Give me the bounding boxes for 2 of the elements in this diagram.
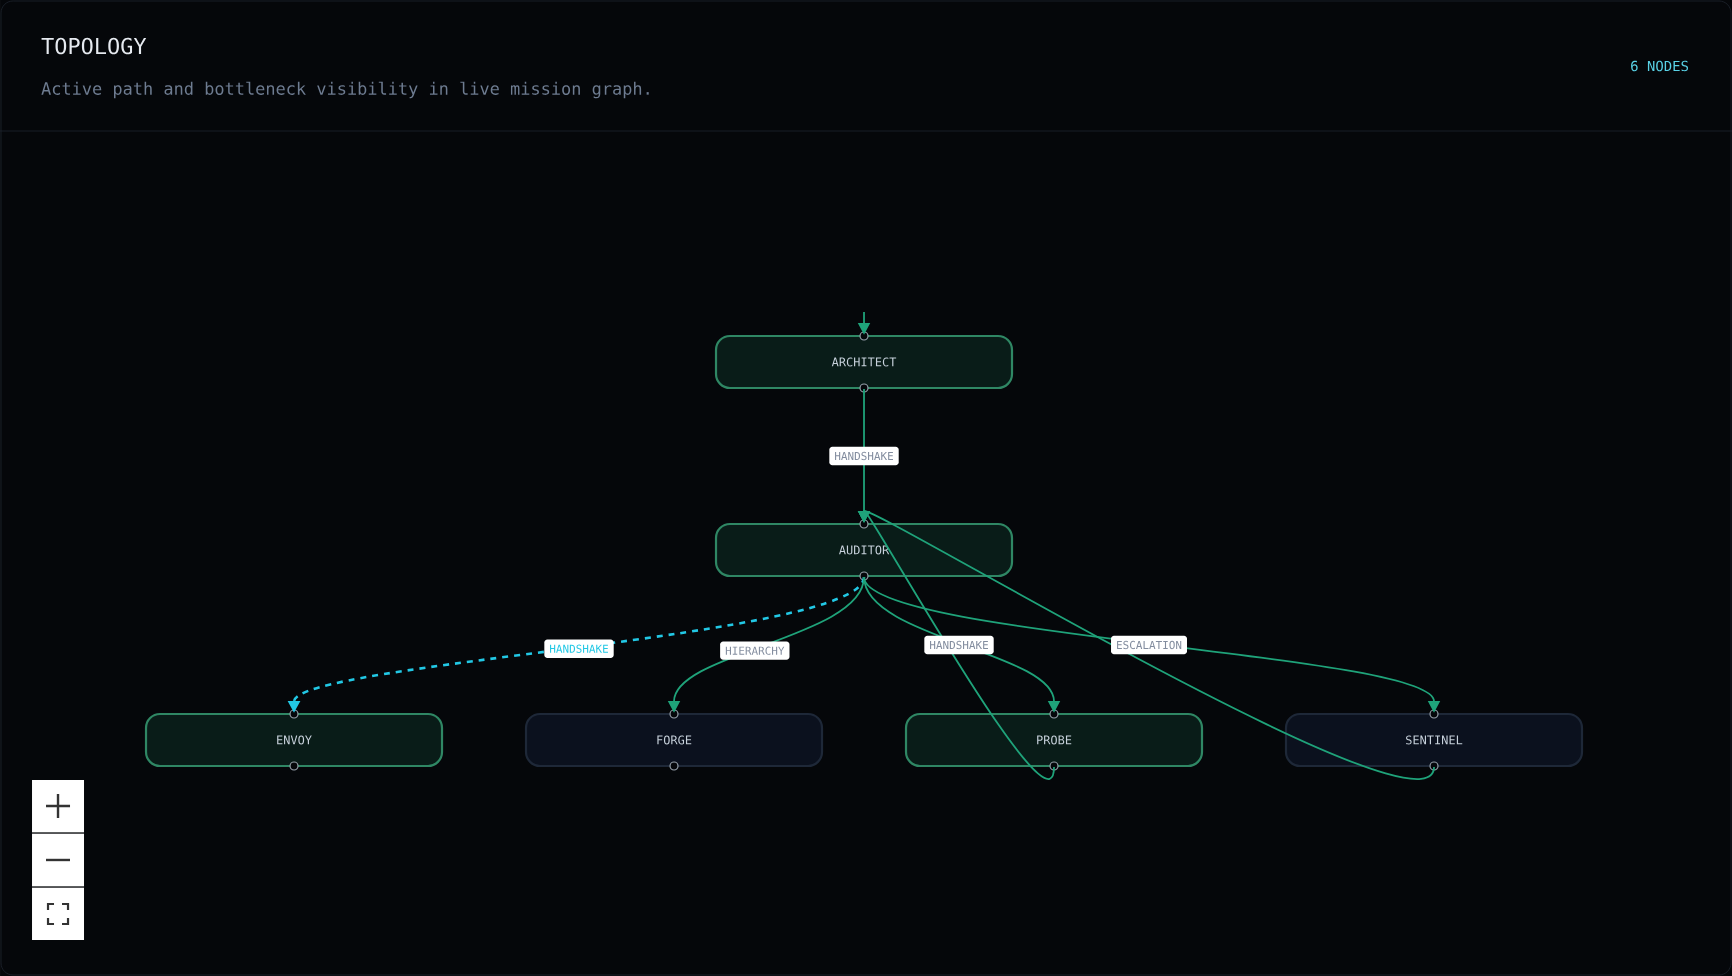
panel-subtitle: Active path and bottleneck visibility in live mission graph. — [41, 81, 649, 99]
panel-title: TOPOLOGY — [41, 37, 147, 55]
